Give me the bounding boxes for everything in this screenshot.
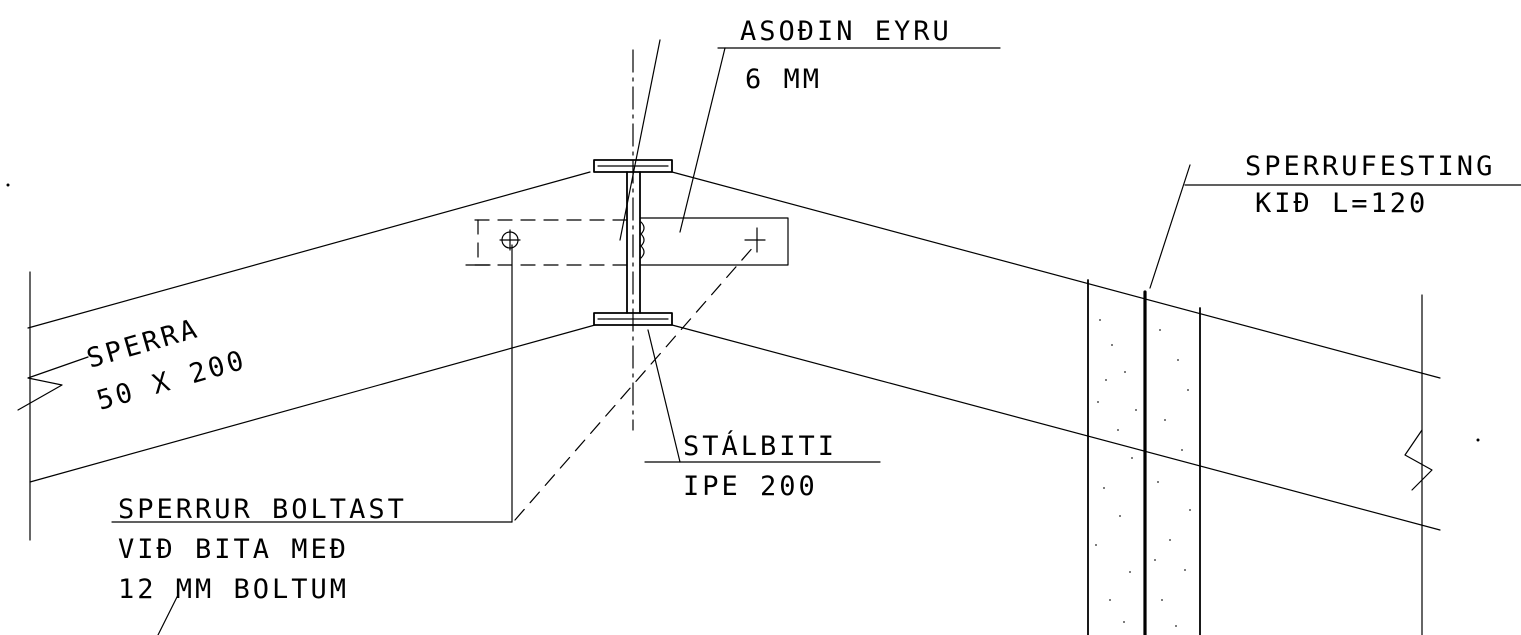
shim-leader (679, 47, 726, 233)
rafter-fix-name-label: SPERRUFESTING (1245, 151, 1495, 182)
left-rafter (17, 171, 596, 541)
annotation-labels: ASOÐIN EYRU 6 MM SPERRUFESTING KIÐ L=120… (83, 16, 1495, 605)
welded-shim-plate (465, 217, 789, 266)
rafter-fix-leader (1149, 164, 1191, 289)
beam-leader (647, 329, 681, 463)
shim-leader-secondary (619, 39, 661, 241)
bolt-line1-label: SPERRUR BOLTAST (118, 494, 407, 525)
shim-size-label: 6 MM (745, 64, 822, 95)
leader-lines (111, 39, 1521, 635)
shim-plate-right-outline (639, 217, 789, 266)
left-break-symbol (17, 356, 89, 411)
rafter-fix-size-label: KIÐ L=120 (1255, 188, 1428, 219)
timber-post (1087, 279, 1201, 635)
post-stipple-texture (1095, 319, 1191, 627)
bolt-text-slash (157, 594, 179, 635)
steel-beam-ipe (593, 49, 673, 431)
right-break-symbol (1404, 429, 1433, 491)
right-rafter-top-edge (671, 171, 1441, 379)
bolt-leader-right (514, 244, 756, 521)
weld-symbol (640, 221, 645, 259)
left-rafter-bottom-edge (29, 324, 596, 483)
stray-dot-right (1476, 438, 1480, 442)
right-rafter (671, 171, 1441, 635)
shim-name-label: ASOÐIN EYRU (740, 16, 952, 47)
right-rafter-bottom-edge (671, 324, 1441, 531)
beam-name-label: STÁLBITI (683, 430, 837, 462)
bolt-line2-label: VIÐ BITA MEÐ (118, 534, 349, 565)
bolt-line3-label: 12 MM BOLTUM (118, 574, 349, 605)
stray-dot-left (6, 183, 10, 187)
beam-size-label: IPE 200 (683, 471, 818, 502)
left-rafter-top-edge (27, 171, 591, 329)
